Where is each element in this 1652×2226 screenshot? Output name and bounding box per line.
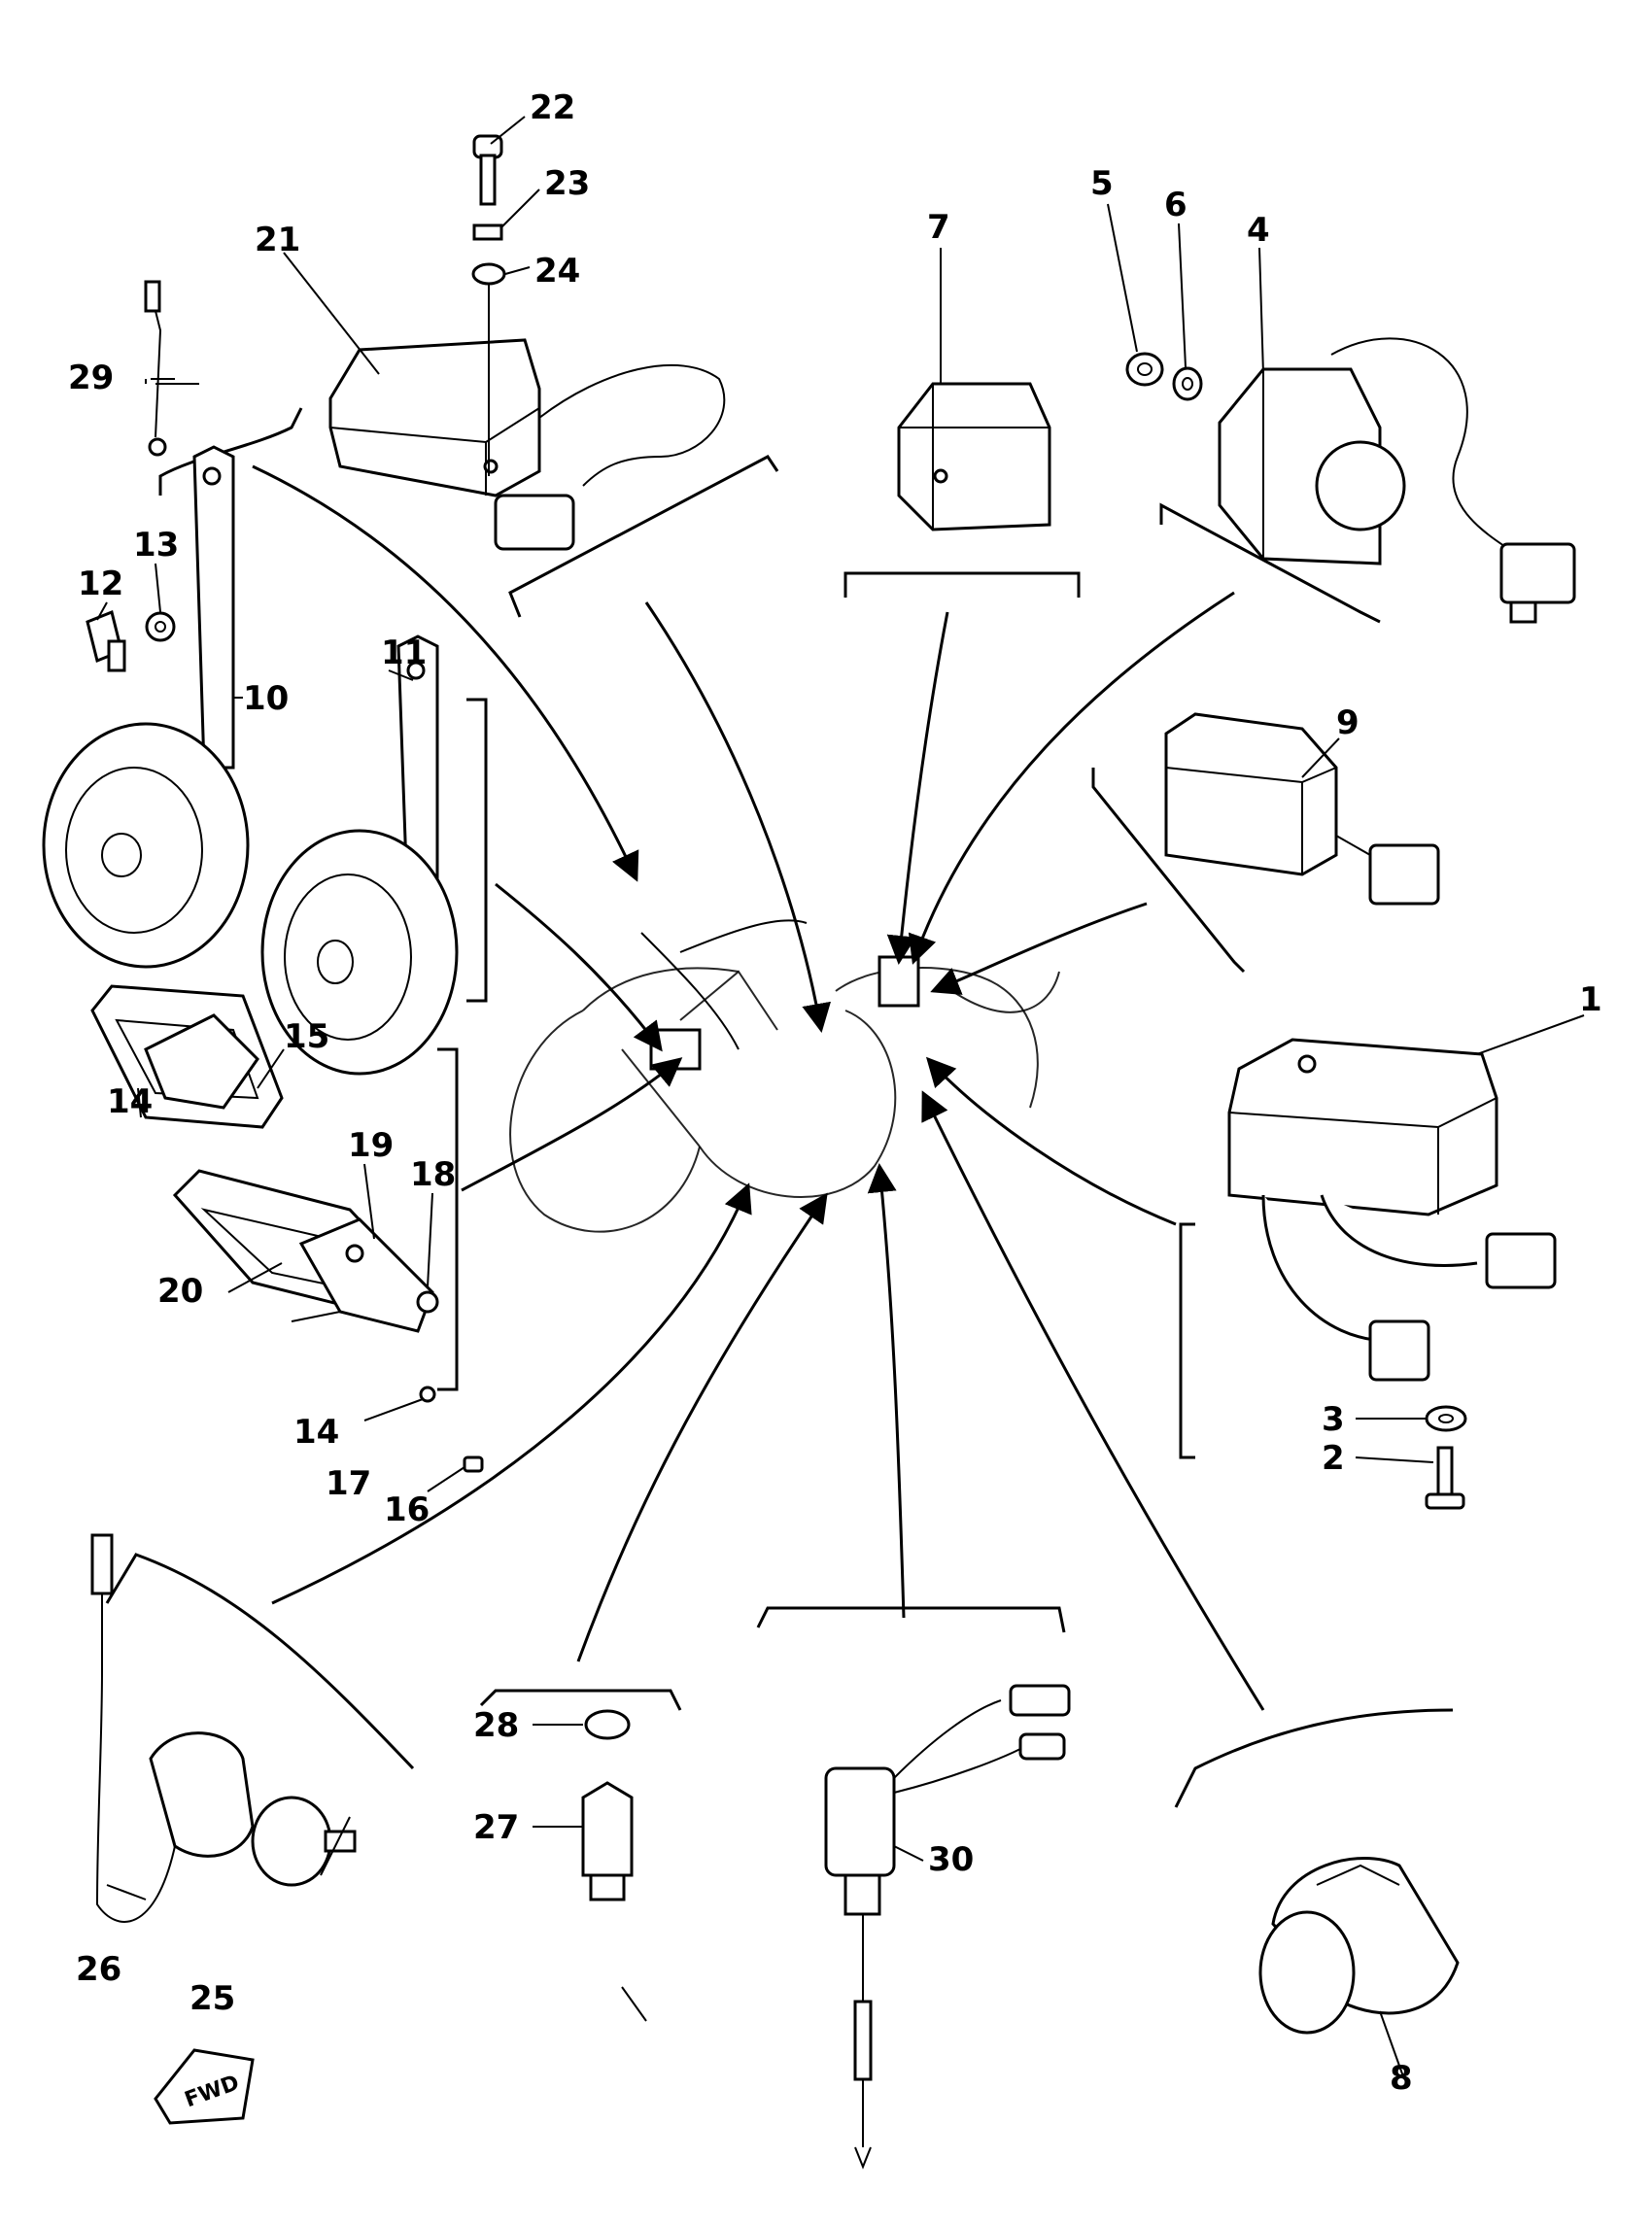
washer-part-13: [145, 611, 176, 642]
bolt-part-2: [1425, 1446, 1465, 1510]
washer-part-6: [1172, 366, 1203, 401]
callout-7: 7: [927, 208, 950, 247]
washer-part-3: [1425, 1405, 1467, 1432]
callout-3: 3: [1322, 1400, 1345, 1439]
callout-labels: 1 2 3 4 5 6 7 8 9 10 11 12 13 14 14 15 1…: [68, 88, 1602, 2098]
screw-part-16: [463, 1455, 484, 1473]
callout-30: 30: [928, 1840, 974, 1879]
cdi-box-part-21: [328, 338, 726, 551]
bolt-part-22: [472, 134, 503, 206]
callout-13: 13: [133, 526, 179, 565]
module-part-9: [1164, 712, 1440, 906]
horn-part-10: [42, 445, 250, 969]
callout-15: 15: [284, 1017, 329, 1056]
callout-11: 11: [381, 634, 427, 672]
callout-16: 16: [384, 1490, 430, 1529]
callout-10: 10: [243, 679, 289, 718]
relay-part-4: [1218, 337, 1576, 624]
callout-26: 26: [76, 1950, 121, 1989]
washer-part-17: [419, 1386, 436, 1403]
callout-22: 22: [530, 88, 575, 127]
bolt-part-12: [86, 609, 126, 672]
callout-17: 17: [326, 1464, 371, 1503]
nut-part-5: [1125, 352, 1164, 387]
lamp-part-14-15: [90, 984, 284, 1129]
callout-19: 19: [348, 1126, 394, 1165]
callout-18: 18: [410, 1155, 456, 1194]
callout-21: 21: [255, 221, 300, 259]
motorcycle-frame-outline: [509, 919, 1060, 1233]
callout-27: 27: [473, 1808, 519, 1847]
callout-9: 9: [1336, 703, 1359, 742]
sensor-part-25-26: [90, 1533, 357, 1923]
callout-2: 2: [1322, 1439, 1345, 1478]
leader-lines: [252, 464, 1265, 1711]
callout-25: 25: [189, 1979, 235, 2018]
callout-23: 23: [544, 164, 590, 203]
callout-8: 8: [1390, 2059, 1413, 2098]
unit-part-7: [897, 382, 1051, 531]
flasher-part-8: [1258, 1857, 1460, 2035]
horn-part-11: [260, 634, 459, 1076]
lamp-part-14-20: [172, 1169, 439, 1333]
cap-part-28: [584, 1709, 631, 1740]
callout-24: 24: [534, 252, 580, 291]
callout-28: 28: [473, 1706, 519, 1745]
callout-6: 6: [1164, 186, 1187, 224]
callout-29: 29: [68, 359, 114, 397]
callout-14b: 14: [293, 1413, 339, 1452]
callout-1: 1: [1579, 980, 1602, 1019]
callout-5: 5: [1090, 164, 1114, 203]
module-box-part-1: [1227, 1038, 1557, 1382]
callout-leaders: [96, 116, 1585, 2080]
callout-4: 4: [1247, 211, 1270, 250]
callout-14a: 14: [107, 1082, 153, 1121]
callout-12: 12: [78, 565, 123, 603]
washer-part-24: [471, 262, 506, 476]
fwd-direction-marker: FWD: [154, 2048, 255, 2125]
wire-harness-junction: [878, 955, 920, 1008]
sensor-part-29: [144, 280, 167, 457]
callout-20: 20: [157, 1272, 203, 1311]
washer-part-23: [472, 223, 503, 241]
group-brackets: [105, 407, 1454, 1808]
switch-part-30: [824, 1684, 1071, 2170]
plug-part-27: [581, 1781, 634, 1901]
